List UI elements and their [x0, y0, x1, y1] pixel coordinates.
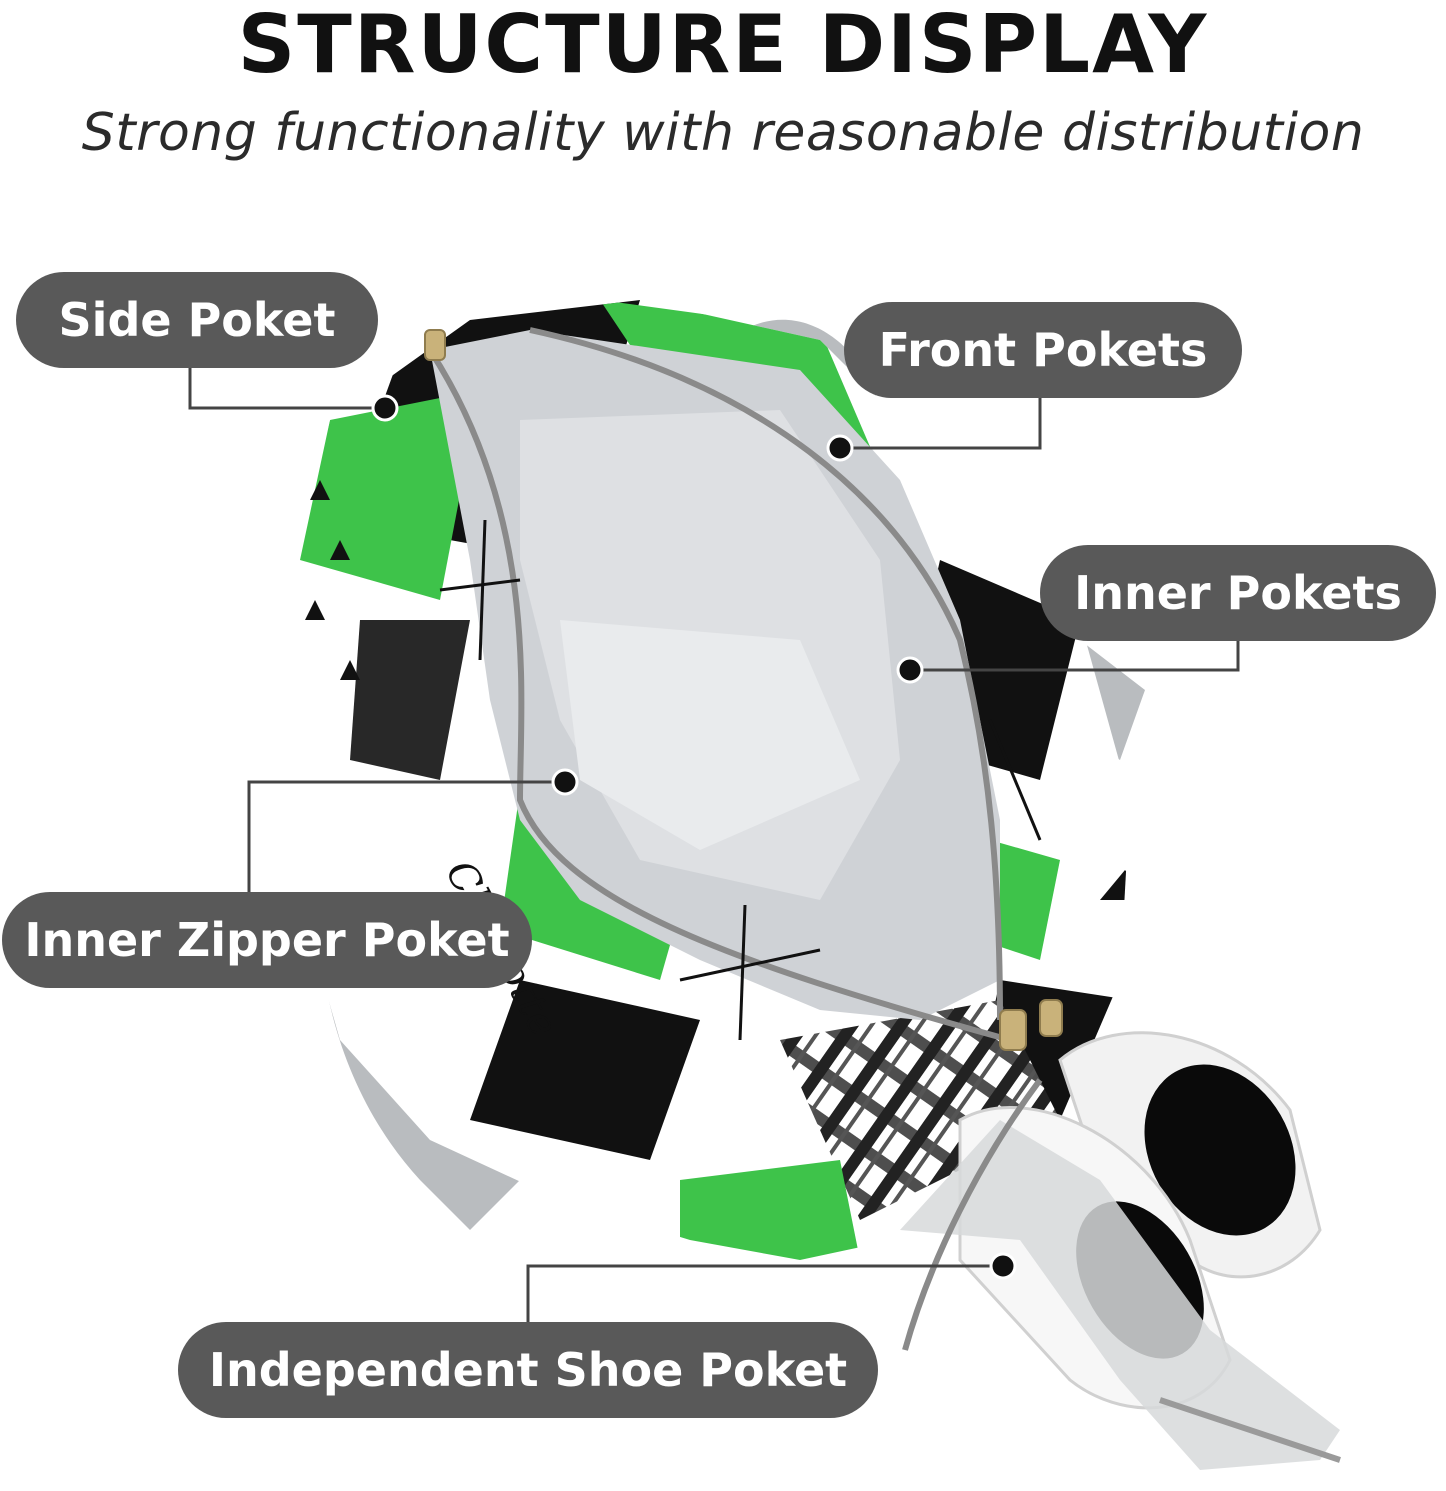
front-pockets-leader — [840, 394, 1042, 450]
side-pocket-leader — [188, 366, 385, 410]
front-pockets-dot — [826, 434, 854, 462]
inner-zipper-dot — [551, 768, 579, 796]
shoe-pocket-dot — [989, 1252, 1017, 1280]
sneakers-image — [900, 1031, 1341, 1470]
zipper-hardware — [424, 329, 1063, 1051]
page-title: STRUCTURE DISPLAY — [237, 0, 1209, 91]
inner-zipper-leader — [247, 780, 565, 892]
inner-pockets-dot — [896, 656, 924, 684]
page-subtitle: Strong functionality with reasonable dis… — [81, 103, 1365, 163]
shoe-pocket-leader — [526, 1264, 1003, 1322]
side-pocket-dot — [371, 394, 399, 422]
callout-inner-zipper-pocket: Inner Zipper Poket — [2, 892, 532, 988]
callout-shoe-pocket: Independent Shoe Poket — [178, 1322, 878, 1418]
inner-pockets-leader — [910, 636, 1240, 672]
callout-front-pockets: Front Pokets — [844, 302, 1242, 398]
callout-side-pocket: Side Poket — [16, 272, 378, 368]
callout-inner-pockets: Inner Pokets — [1040, 545, 1436, 641]
